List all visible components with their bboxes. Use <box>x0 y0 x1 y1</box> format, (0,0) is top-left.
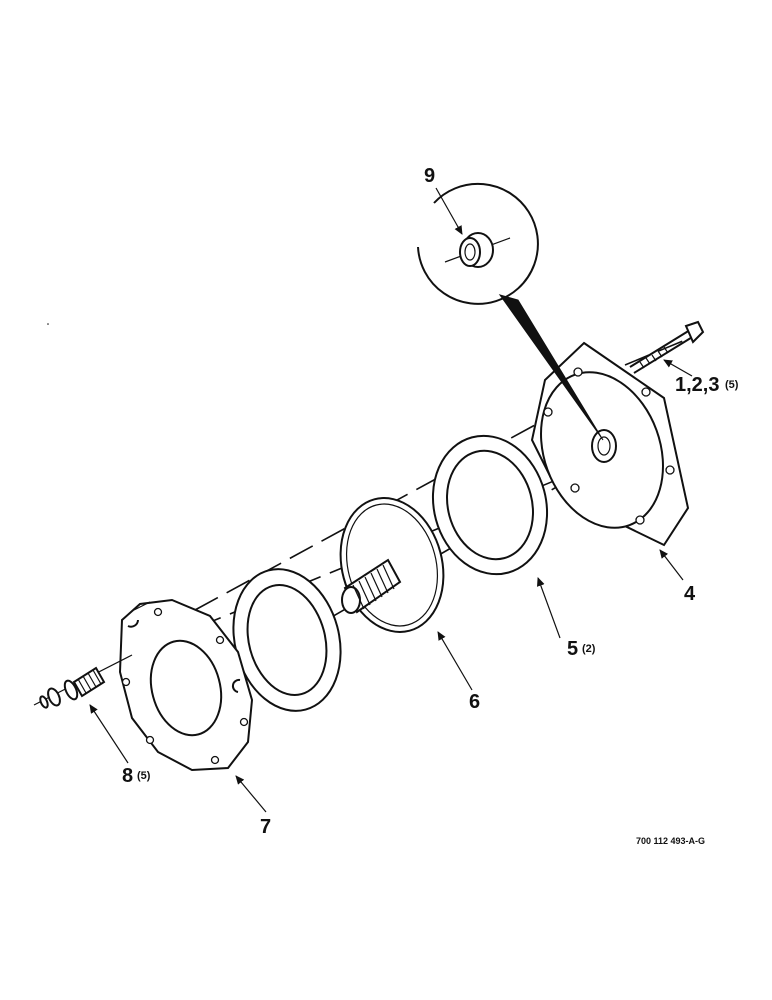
callout-8-qty: (5) <box>137 770 151 782</box>
callout-1-2-3-qty: (5) <box>725 379 739 391</box>
spring-part-8 <box>33 654 133 709</box>
splined-shaft <box>341 558 402 614</box>
drawing-code: 700 112 493-A-G <box>636 836 705 846</box>
callout-1-2-3: 1,2,3 <box>675 374 719 396</box>
stray-mark <box>47 323 49 325</box>
callout-5-qty: (2) <box>582 643 596 655</box>
detail-bubble-part-9 <box>417 182 604 441</box>
callout-5: 5 <box>567 638 578 660</box>
pressure-plate-part-7 <box>118 598 254 772</box>
callout-8: 8 <box>122 765 133 787</box>
friction-disc-part-5-second <box>232 568 342 712</box>
leader-arrows <box>89 187 693 813</box>
callout-4: 4 <box>684 583 696 605</box>
callout-9: 9 <box>424 165 435 187</box>
bolt-part-1-2-3 <box>629 320 705 374</box>
friction-disc-part-5 <box>431 434 549 576</box>
callout-6: 6 <box>469 691 480 713</box>
callout-7: 7 <box>260 816 271 838</box>
